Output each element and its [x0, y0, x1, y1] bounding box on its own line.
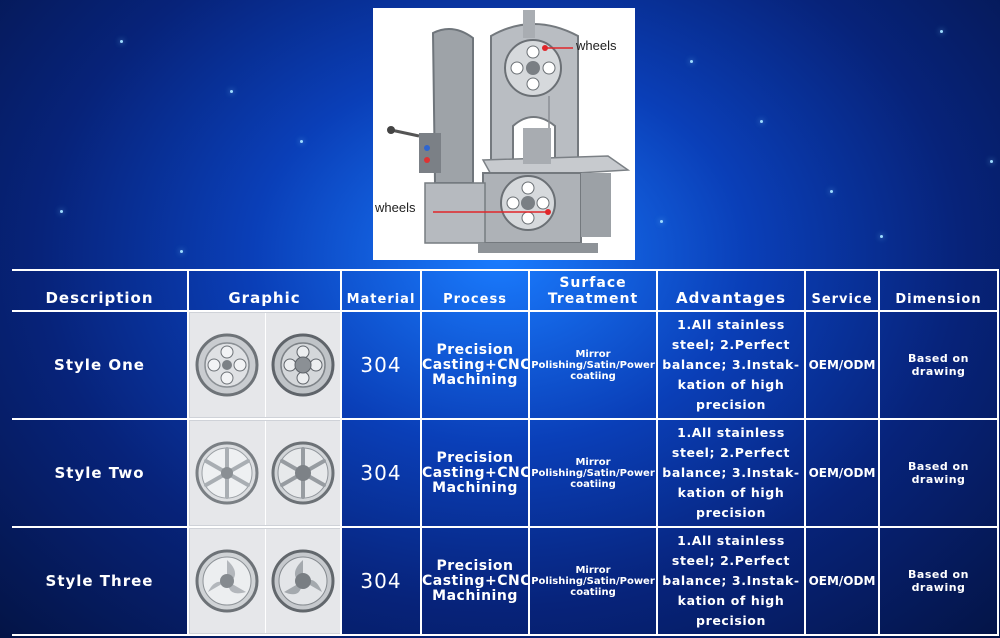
- row-advantages: 1.All stainless steel; 2.Perfect balance…: [657, 526, 806, 636]
- wheels-callout-top: wheels: [576, 38, 617, 53]
- four-hole-wheel-icon: [195, 333, 259, 397]
- header-advantages: Advantages: [657, 269, 806, 312]
- row-graphic: [188, 310, 342, 420]
- row-description: Style One: [12, 310, 189, 420]
- process-line1: Precision: [436, 341, 514, 358]
- row-material: 304: [341, 310, 422, 420]
- surface-line3: coatiing: [570, 586, 616, 598]
- row-process: Precision Casting+CNC Machining: [421, 526, 532, 636]
- header-graphic: Graphic: [188, 269, 342, 312]
- surface-line1: Mirror: [575, 456, 611, 468]
- wheel-back-image: [264, 421, 341, 525]
- process-line2: Casting+CNC: [422, 572, 532, 589]
- wheel-front-image: [190, 421, 265, 525]
- adv-line5: precision: [696, 505, 766, 520]
- header-surface-line1: Surface: [559, 274, 627, 291]
- surface-line2: Polishing/Satin/Power: [531, 575, 655, 587]
- row-graphic: [188, 526, 342, 636]
- row-service: OEM/ODM: [805, 418, 880, 528]
- table-header-row: Description Graphic Material Process Sur…: [12, 269, 999, 312]
- row-surface: Mirror Polishing/Satin/Power coatiing: [529, 418, 658, 528]
- row-advantages: 1.All stainless steel; 2.Perfect balance…: [657, 418, 806, 528]
- header-material: Material: [341, 269, 422, 312]
- row-dimension: Based on drawing: [879, 310, 999, 420]
- row-description: Style Three: [12, 526, 189, 636]
- surface-line1: Mirror: [575, 348, 611, 360]
- wheel-photo-pair: [189, 420, 341, 526]
- process-line3: Machining: [432, 479, 518, 496]
- row-advantages: 1.All stainless steel; 2.Perfect balance…: [657, 310, 806, 420]
- surface-line1: Mirror: [575, 564, 611, 576]
- band-saw-machine-illustration: wheels wheels: [373, 8, 635, 260]
- adv-line4: kation of high: [677, 593, 785, 608]
- row-service: OEM/ODM: [805, 526, 880, 636]
- six-spoke-wheel-icon: [195, 441, 259, 505]
- wheel-front-image: [190, 529, 265, 633]
- row-dimension: Based on drawing: [879, 418, 999, 528]
- wheel-back-image: [264, 313, 341, 417]
- table-row: Style Three: [12, 526, 999, 636]
- header-surface-treatment: Surface Treatment: [529, 269, 658, 312]
- surface-line2: Polishing/Satin/Power: [531, 359, 655, 371]
- row-surface: Mirror Polishing/Satin/Power coatiing: [529, 310, 658, 420]
- process-line1: Precision: [436, 449, 514, 466]
- three-spoke-wheel-back-icon: [271, 549, 335, 613]
- adv-line1: 1.All stainless: [677, 533, 785, 548]
- adv-line5: precision: [696, 613, 766, 628]
- adv-line3: balance; 3.Instak-: [662, 465, 800, 480]
- row-material: 304: [341, 418, 422, 528]
- band-saw-drawing: [373, 8, 635, 260]
- adv-line5: precision: [696, 397, 766, 412]
- row-dimension: Based on drawing: [879, 526, 999, 636]
- process-line2: Casting+CNC: [422, 464, 532, 481]
- table-row: Style Two: [12, 418, 999, 528]
- process-line3: Machining: [432, 587, 518, 604]
- row-description: Style Two: [12, 418, 189, 528]
- adv-line4: kation of high: [677, 485, 785, 500]
- process-line1: Precision: [436, 557, 514, 574]
- adv-line3: balance; 3.Instak-: [662, 357, 800, 372]
- three-spoke-wheel-icon: [195, 549, 259, 613]
- row-graphic: [188, 418, 342, 528]
- wheels-callout-bottom: wheels: [375, 200, 416, 215]
- row-process: Precision Casting+CNC Machining: [421, 418, 532, 528]
- wheel-photo-pair: [189, 528, 341, 634]
- wheel-front-image: [190, 313, 265, 417]
- table-row: Style One: [12, 310, 999, 420]
- wheel-spec-table: Description Graphic Material Process Sur…: [12, 269, 999, 636]
- process-line3: Machining: [432, 371, 518, 388]
- header-service: Service: [805, 269, 880, 312]
- row-process: Precision Casting+CNC Machining: [421, 310, 532, 420]
- adv-line3: balance; 3.Instak-: [662, 573, 800, 588]
- header-process: Process: [421, 269, 530, 312]
- row-surface: Mirror Polishing/Satin/Power coatiing: [529, 526, 658, 636]
- header-description: Description: [12, 269, 189, 312]
- six-spoke-wheel-back-icon: [271, 441, 335, 505]
- adv-line1: 1.All stainless: [677, 317, 785, 332]
- row-material: 304: [341, 526, 422, 636]
- wheel-photo-pair: [189, 312, 341, 418]
- adv-line2: steel; 2.Perfect: [671, 553, 791, 568]
- adv-line2: steel; 2.Perfect: [671, 337, 791, 352]
- header-dimension: Dimension: [879, 269, 999, 312]
- wheel-back-image: [264, 529, 341, 633]
- adv-line2: steel; 2.Perfect: [671, 445, 791, 460]
- adv-line4: kation of high: [677, 377, 785, 392]
- surface-line2: Polishing/Satin/Power: [531, 467, 655, 479]
- four-hole-wheel-back-icon: [271, 333, 335, 397]
- surface-line3: coatiing: [570, 478, 616, 490]
- header-surface-line2: Treatment: [547, 290, 639, 307]
- process-line2: Casting+CNC: [422, 356, 532, 373]
- surface-line3: coatiing: [570, 370, 616, 382]
- row-service: OEM/ODM: [805, 310, 880, 420]
- adv-line1: 1.All stainless: [677, 425, 785, 440]
